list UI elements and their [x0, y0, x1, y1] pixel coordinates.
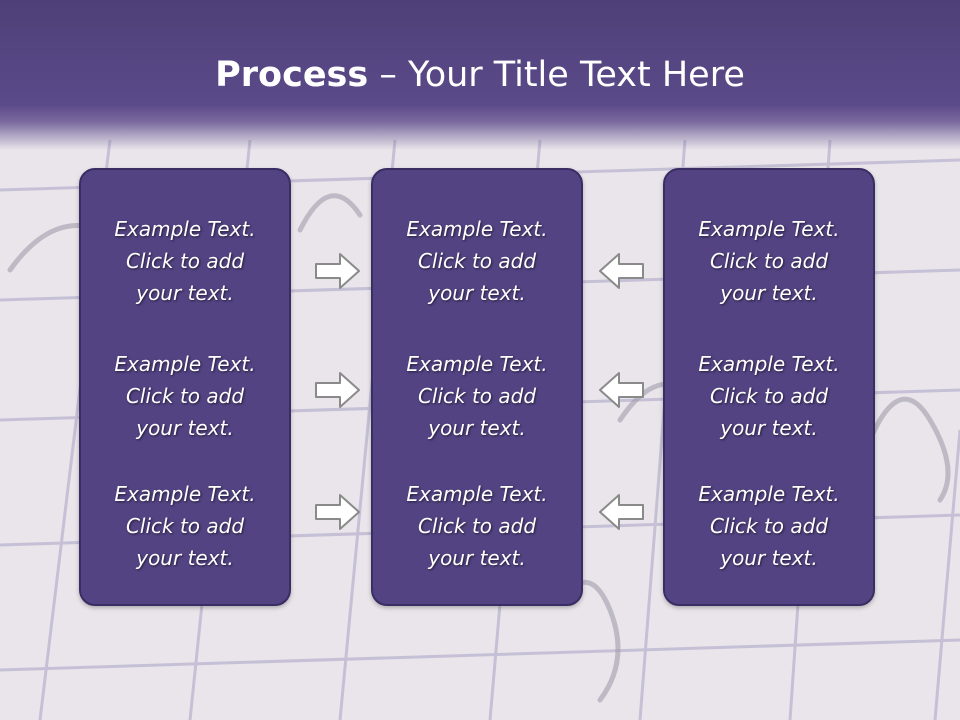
text-placeholder[interactable]: Example Text. Click to add your text.	[665, 478, 873, 574]
line-2: Click to add	[417, 384, 537, 408]
line-1: Example Text.	[406, 217, 548, 241]
text-placeholder[interactable]: Example Text. Click to add your text.	[373, 348, 581, 444]
text-placeholder[interactable]: Example Text. Click to add your text.	[665, 348, 873, 444]
line-1: Example Text.	[114, 217, 256, 241]
line-3: your text.	[720, 281, 818, 305]
line-3: your text.	[428, 281, 526, 305]
line-1: Example Text.	[698, 482, 840, 506]
right-arrow-icon	[315, 494, 360, 530]
line-3: your text.	[720, 546, 818, 570]
line-1: Example Text.	[406, 352, 548, 376]
text-placeholder[interactable]: Example Text. Click to add your text.	[81, 348, 289, 444]
right-arrow-icon	[315, 372, 360, 408]
line-1: Example Text.	[698, 217, 840, 241]
line-1: Example Text.	[114, 482, 256, 506]
line-3: your text.	[136, 281, 234, 305]
title-rest: – Your Title Text Here	[368, 55, 745, 95]
text-placeholder[interactable]: Example Text. Click to add your text.	[81, 478, 289, 574]
text-placeholder[interactable]: Example Text. Click to add your text.	[373, 478, 581, 574]
line-1: Example Text.	[698, 352, 840, 376]
line-2: Click to add	[417, 514, 537, 538]
left-arrow-icon	[599, 494, 644, 530]
page-title[interactable]: Process – Your Title Text Here	[0, 52, 960, 98]
left-arrow-icon	[599, 372, 644, 408]
title-bold: Process	[215, 55, 369, 95]
line-1: Example Text.	[406, 482, 548, 506]
text-placeholder[interactable]: Example Text. Click to add your text.	[373, 213, 581, 309]
process-column-right[interactable]: Example Text. Click to add your text. Ex…	[663, 168, 875, 606]
line-3: your text.	[428, 546, 526, 570]
line-2: Click to add	[125, 249, 245, 273]
text-placeholder[interactable]: Example Text. Click to add your text.	[81, 213, 289, 309]
process-column-center[interactable]: Example Text. Click to add your text. Ex…	[371, 168, 583, 606]
line-3: your text.	[136, 546, 234, 570]
right-arrow-icon	[315, 253, 360, 289]
line-3: your text.	[720, 416, 818, 440]
line-3: your text.	[428, 416, 526, 440]
line-3: your text.	[136, 416, 234, 440]
line-2: Click to add	[709, 514, 829, 538]
line-2: Click to add	[125, 384, 245, 408]
process-column-left[interactable]: Example Text. Click to add your text. Ex…	[79, 168, 291, 606]
left-arrow-icon	[599, 253, 644, 289]
line-1: Example Text.	[114, 352, 256, 376]
title-band	[0, 0, 960, 150]
line-2: Click to add	[709, 384, 829, 408]
text-placeholder[interactable]: Example Text. Click to add your text.	[665, 213, 873, 309]
line-2: Click to add	[125, 514, 245, 538]
line-2: Click to add	[417, 249, 537, 273]
line-2: Click to add	[709, 249, 829, 273]
